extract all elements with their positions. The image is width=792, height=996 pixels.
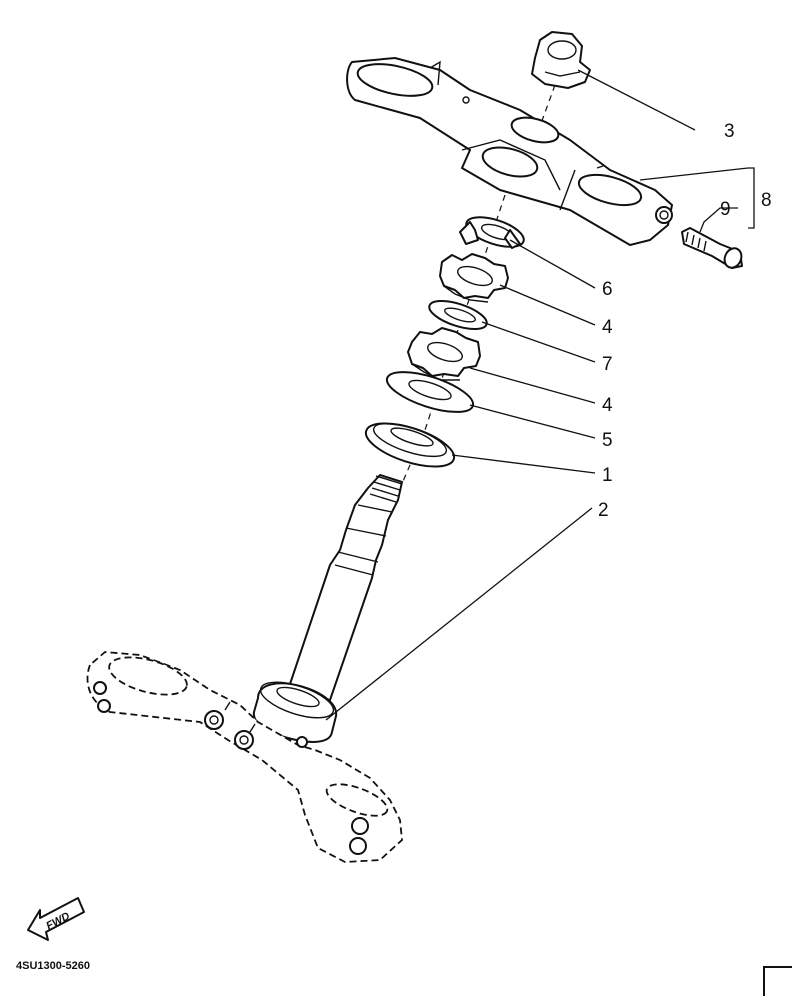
callout-4-upper: 4 [602,317,613,338]
lower-bracket [86,651,403,863]
callout-3: 3 [724,121,735,142]
callout-5: 5 [602,430,613,451]
corner-frame [763,966,792,996]
part-code: 4SU1300-5260 [16,960,91,972]
callout-7: 7 [602,354,613,375]
callout-8: 8 [761,190,772,211]
upper-bearing [364,422,456,468]
upper-bracket [346,57,673,246]
rubber-washer [428,300,488,330]
callout-1: 1 [602,465,613,486]
cap-nut [531,31,591,89]
callout-9: 9 [720,199,731,220]
callout-2: 2 [598,500,609,521]
lower-bearing [252,681,338,743]
ring-nut-lower [407,327,481,381]
callout-4-lower: 4 [602,395,613,416]
lock-washer [459,216,525,249]
steering-stem-shaft [287,474,403,701]
ring-nut-upper [439,253,509,303]
callout-6: 6 [602,279,613,300]
pinch-bolt [681,227,743,269]
forward-arrow-icon: FWD [27,897,85,941]
leader-lines [325,69,755,721]
